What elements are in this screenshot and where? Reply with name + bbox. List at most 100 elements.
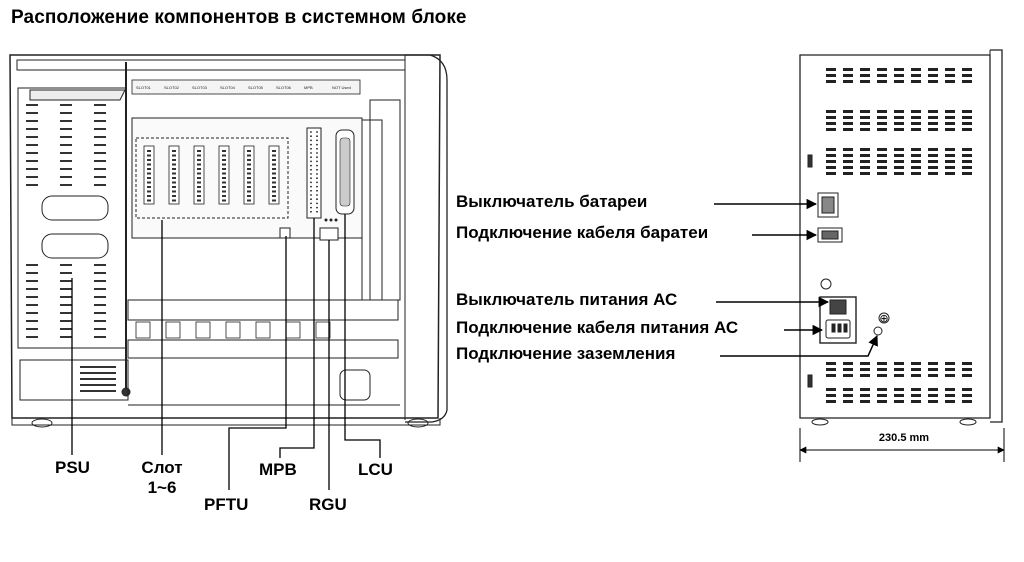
slot-connector-pin (172, 190, 176, 193)
leader-lcu (344, 214, 381, 458)
mpb-pin (316, 168, 318, 171)
rear-vent-slot (860, 160, 870, 163)
psu-vent-slot (60, 120, 72, 122)
rear-vent-slot (894, 388, 904, 391)
rear-vent-slot (826, 74, 836, 77)
rear-vent-slot (911, 80, 921, 83)
slot-connector-pin (147, 163, 151, 166)
rear-vent-slot (911, 388, 921, 391)
mpb-pin (316, 210, 318, 213)
callout-ac-cable: Подключение кабеля питания АС (456, 318, 739, 337)
psu-vent-slot (60, 128, 72, 130)
leader-mpb (279, 218, 315, 458)
rear-vent-slot (860, 394, 870, 397)
psu-vent-slot (94, 136, 106, 138)
slot-connector-pin (172, 195, 176, 197)
rear-vent-slot (962, 166, 972, 169)
psu-vent-slot (26, 120, 38, 122)
psu-vent-slot (26, 144, 38, 146)
rear-vent-slot (945, 160, 955, 163)
psu-vent-slot (94, 264, 106, 266)
rear-vent-slot (945, 154, 955, 157)
rear-vent-slot (945, 74, 955, 77)
rear-vent-slot (877, 362, 887, 365)
slot-label-text: NOT Used (332, 85, 351, 90)
slot-connector-pin (197, 190, 201, 193)
rear-vent-slot (962, 160, 972, 163)
psu-vent-slot (60, 104, 72, 106)
slot-connector-pin (147, 181, 151, 184)
label-slot-range: 1~6 (147, 478, 177, 497)
psu-vent-slot (26, 336, 38, 338)
label-rgu: RGU (309, 495, 347, 514)
psu-vent-slot (94, 176, 106, 178)
rear-vent-slot (911, 148, 921, 151)
slot-connector (218, 145, 230, 205)
rear-vent-slot (911, 374, 921, 377)
rear-vent-slot (928, 154, 938, 157)
rgu-connector (319, 218, 339, 241)
lower-slot-guide (165, 321, 181, 339)
lower-slot-guide (135, 321, 151, 339)
mpb-pin (316, 206, 318, 209)
rear-vent-slot (860, 74, 870, 77)
mpb-pin (310, 173, 312, 175)
rear-vent-slot (945, 172, 955, 175)
psu-vent-slot (26, 304, 38, 306)
rear-vent-slot (826, 362, 836, 365)
slot-connector-pin (222, 177, 226, 179)
lower-slot-guides (80, 321, 331, 392)
slot-connector-pin (247, 195, 251, 197)
rear-vent-slot (928, 388, 938, 391)
front-leader-lines (71, 214, 381, 490)
lower-slot-guide (285, 321, 301, 339)
slot-connector-pin (272, 199, 276, 202)
slot-connector-pin (172, 163, 176, 166)
rear-vent-slot (928, 110, 938, 113)
rear-vent-slot (877, 110, 887, 113)
slot-connector-pin (197, 195, 201, 197)
rear-vent-slot (843, 68, 853, 71)
slot-connector-pin (147, 190, 151, 193)
rear-vent-slot (928, 172, 938, 175)
psu-vent-slot (26, 296, 38, 298)
rear-vent-slot (826, 68, 836, 71)
rear-vent-slot (843, 80, 853, 83)
rear-vent-slot (877, 74, 887, 77)
rear-vent-slot (860, 368, 870, 371)
rear-vent-slot (945, 362, 955, 365)
rear-vent-slot (877, 160, 887, 163)
slot-label-text: SLOT02 (164, 85, 180, 90)
slot-connector-pin (147, 150, 151, 152)
slot-connector-pin (172, 186, 176, 188)
mpb-pin (316, 160, 318, 163)
psu-vent-slot (94, 336, 106, 338)
rear-vent-slot (928, 160, 938, 163)
rear-callout-lines (714, 198, 878, 357)
rear-vent-slot (962, 148, 972, 151)
rear-vent-slot (894, 400, 904, 403)
slot-connector-pin (172, 154, 176, 157)
rear-vent-slot (860, 374, 870, 377)
lower-vent-slot (80, 366, 116, 368)
rear-vent-slot (911, 74, 921, 77)
slot-connector-pin (197, 163, 201, 166)
leader-pftu (228, 236, 287, 490)
slot-connector-pin (272, 163, 276, 166)
rear-vent-slot (911, 166, 921, 169)
rear-vent-slot (894, 172, 904, 175)
mpb-pin (310, 135, 312, 138)
rear-vent-slot (962, 400, 972, 403)
rear-vent-slot (962, 116, 972, 119)
psu-vent-slot (26, 184, 38, 186)
rear-vent-slot (911, 128, 921, 131)
psu-vent-slot (26, 136, 38, 138)
lower-vent-slot (80, 378, 116, 380)
psu-ventilation (26, 104, 106, 338)
slot-connector-pin (172, 181, 176, 184)
slot-connector-pin (197, 181, 201, 184)
rear-vent-slot (843, 128, 853, 131)
psu-vent-slot (94, 296, 106, 298)
rear-vent-slot (877, 388, 887, 391)
